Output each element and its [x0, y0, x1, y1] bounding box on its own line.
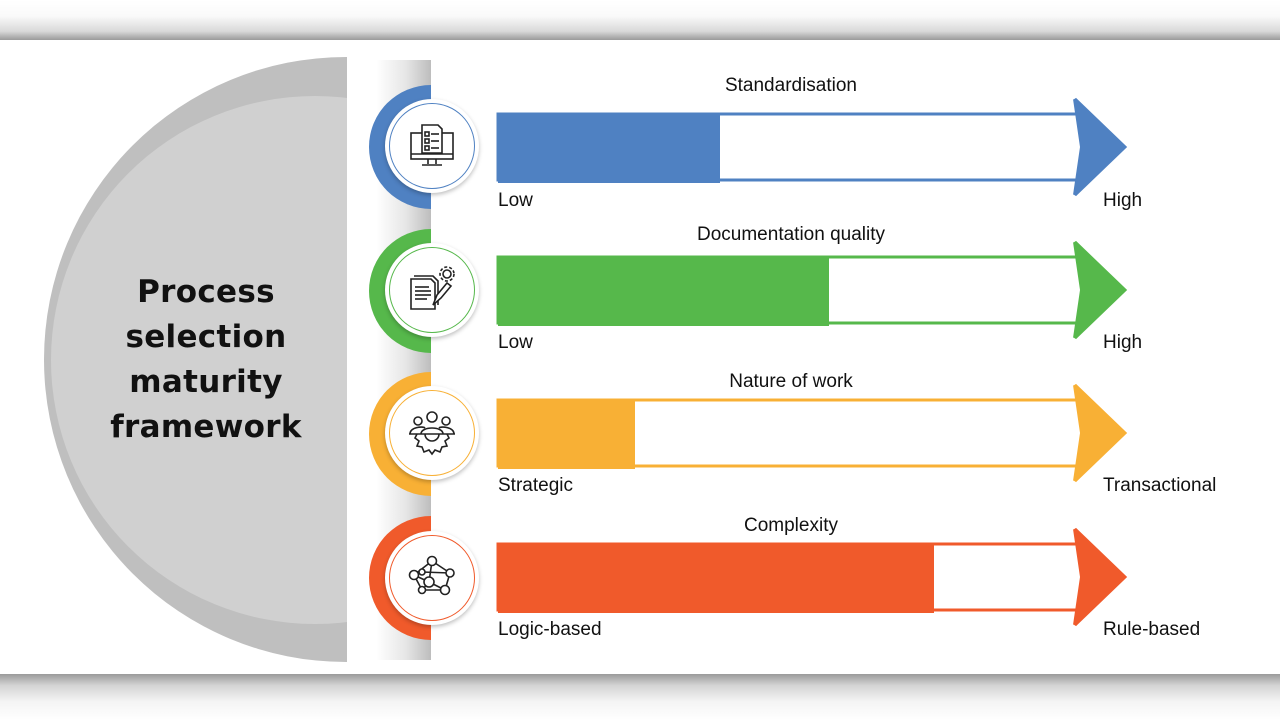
scale-arrow: [496, 240, 1128, 340]
scale-left-label: Strategic: [498, 475, 573, 496]
title-line: Process: [137, 274, 275, 310]
scale-arrow: [496, 383, 1128, 483]
framework-title: Process selection maturity framework: [70, 270, 342, 450]
dimension-title: Standardisation: [724, 75, 858, 96]
scale-fill: [498, 543, 934, 613]
title-half-circle: [0, 0, 347, 720]
scale-arrow: [496, 97, 1128, 197]
scale-right-label: High: [1103, 332, 1143, 353]
scale-left-label: Low: [498, 332, 533, 353]
icon-disc: [385, 531, 479, 625]
scale-right-label: Transactional: [1103, 475, 1217, 496]
title-line: selection: [125, 319, 287, 355]
scale-fill: [498, 399, 635, 469]
title-line: maturity: [129, 364, 283, 400]
icon-disc: [385, 99, 479, 193]
dimension-title: Nature of work: [729, 371, 853, 392]
checklist-monitor-icon: [410, 124, 454, 166]
bottom-shadow-band: [0, 674, 1280, 720]
scale-arrow: [496, 527, 1128, 627]
scale-fill: [498, 113, 720, 183]
network-nodes-icon: [408, 555, 455, 596]
dimension-title: Documentation quality: [697, 224, 885, 245]
scale-left-label: Logic-based: [498, 619, 602, 640]
team-gear-icon: [409, 411, 455, 456]
scale-right-label: High: [1103, 190, 1143, 211]
icon-disc: [385, 386, 479, 480]
dimension-title: Complexity: [744, 515, 838, 536]
scale-fill: [498, 256, 829, 326]
icon-disc: [385, 243, 479, 337]
scale-left-label: Low: [498, 190, 533, 211]
scale-right-label: Rule-based: [1103, 619, 1201, 640]
document-pen-gear-icon: [410, 266, 455, 310]
title-line: framework: [110, 409, 302, 445]
top-shadow-band: [0, 0, 1280, 40]
